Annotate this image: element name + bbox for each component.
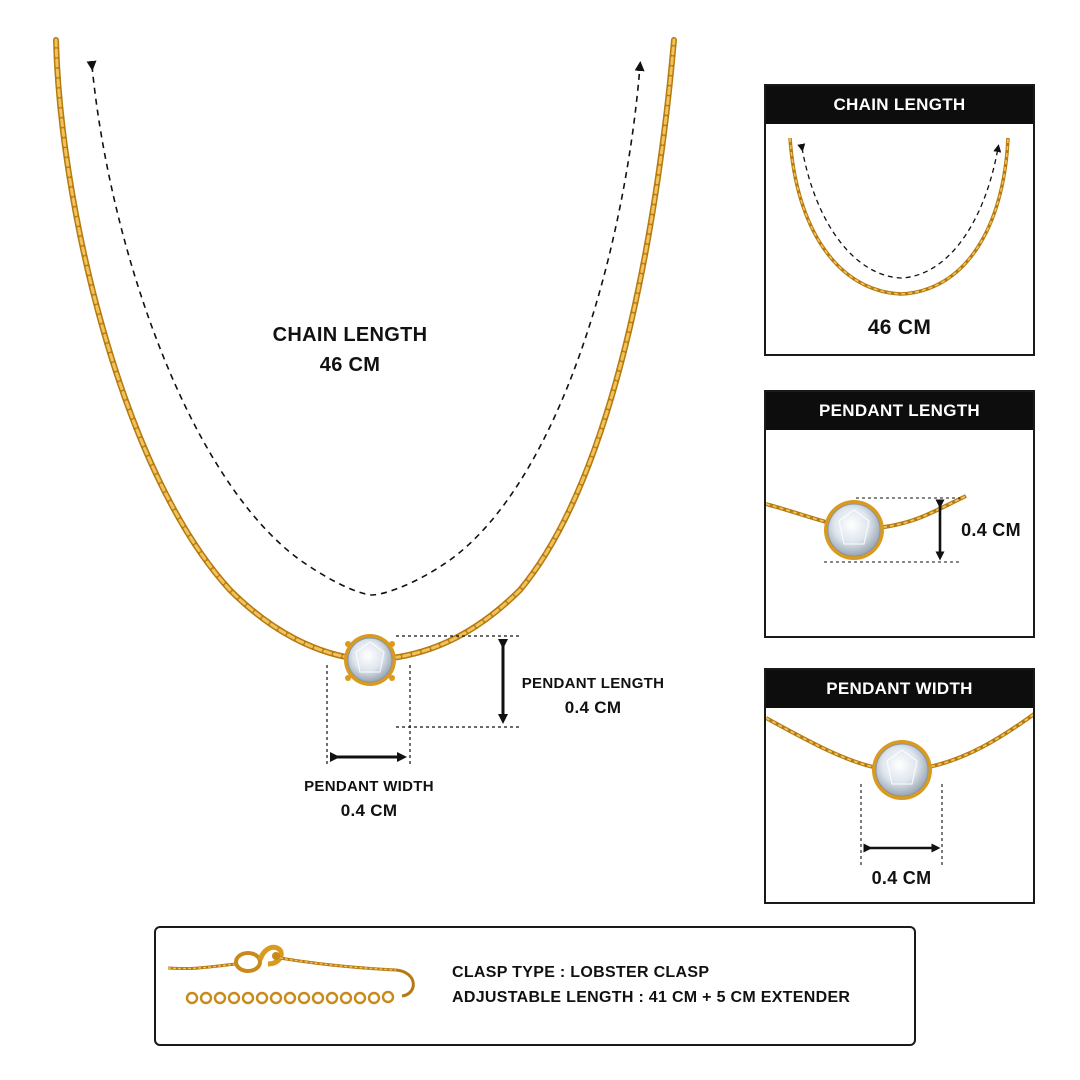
adjustable-length-text: ADJUSTABLE LENGTH : 41 CM + 5 CM EXTENDE…: [452, 989, 851, 1006]
pendant-width-thumbnail: [766, 712, 1033, 866]
chain-length-thumbnail: [788, 137, 1010, 296]
chain-length-dimension-arrow: [86, 60, 645, 596]
lobster-clasp-illustration: [167, 944, 415, 1005]
pendant-width-panel: PENDANT WIDTH 0.4 CM: [764, 668, 1035, 904]
chain-length-label: CHAIN LENGTH: [272, 324, 428, 346]
pendant-width-value: 0.4 CM: [340, 801, 398, 820]
clasp-info-box: CLASP TYPE : LOBSTER CLASP ADJUSTABLE LE…: [154, 926, 916, 1046]
chain-length-panel-title: CHAIN LENGTH: [766, 86, 1033, 124]
pendant-length-panel-title: PENDANT LENGTH: [766, 392, 1033, 430]
chain-length-panel-value: 46 CM: [867, 316, 932, 339]
chain-length-panel: CHAIN LENGTH 46 CM: [764, 84, 1035, 356]
pendant-dimension-guides: [326, 635, 520, 765]
pendant-length-thumbnail: [766, 494, 967, 563]
clasp-type-text: CLASP TYPE : LOBSTER CLASP: [452, 964, 710, 981]
round-gemstone-pendant: [344, 634, 396, 686]
pendant-length-label: PENDANT LENGTH: [521, 675, 665, 692]
pendant-length-panel: PENDANT LENGTH 0.4 CM: [764, 390, 1035, 638]
necklace-chain: [53, 37, 677, 664]
chain-length-value: 46 CM: [319, 354, 381, 376]
pendant-length-value: 0.4 CM: [564, 698, 622, 717]
pendant-width-panel-title: PENDANT WIDTH: [766, 670, 1033, 708]
pendant-width-panel-value: 0.4 CM: [871, 868, 932, 888]
pendant-width-label: PENDANT WIDTH: [304, 778, 434, 795]
pendant-length-panel-value: 0.4 CM: [961, 520, 1021, 540]
